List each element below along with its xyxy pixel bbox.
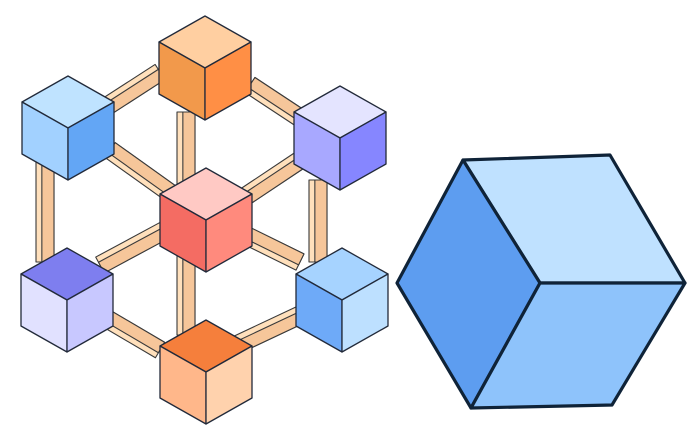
big-cube-right-face [469, 281, 687, 410]
cube-bottom-right-face [205, 345, 253, 425]
cube-upper-right [293, 85, 387, 191]
s-ul-ll-side [41, 159, 55, 263]
s-ul-ll [35, 159, 55, 263]
s-c-b [176, 254, 196, 336]
cube-center [159, 167, 253, 273]
cube-upper-right-right-face [339, 111, 387, 191]
s-c-b-side [182, 254, 196, 336]
cube-top-right-face [204, 41, 252, 121]
cube-center-right-face [205, 193, 253, 273]
s-ur-lr [308, 179, 328, 263]
connector-struts [35, 63, 328, 364]
cube-upper-left [21, 75, 115, 181]
cube-lower-right-right-face [341, 273, 389, 353]
cube-upper-left-right-face [67, 101, 115, 181]
cube-lower-left [20, 247, 114, 353]
cube-lower-right [295, 247, 389, 353]
s-c-ll [95, 221, 170, 274]
s-ur-lr-side [314, 179, 328, 263]
large-hexagon-cube [395, 153, 687, 410]
cube-bottom [159, 319, 253, 425]
cube-top [158, 15, 252, 121]
cube-lower-left-right-face [66, 273, 114, 353]
lattice-cubes [20, 15, 389, 425]
